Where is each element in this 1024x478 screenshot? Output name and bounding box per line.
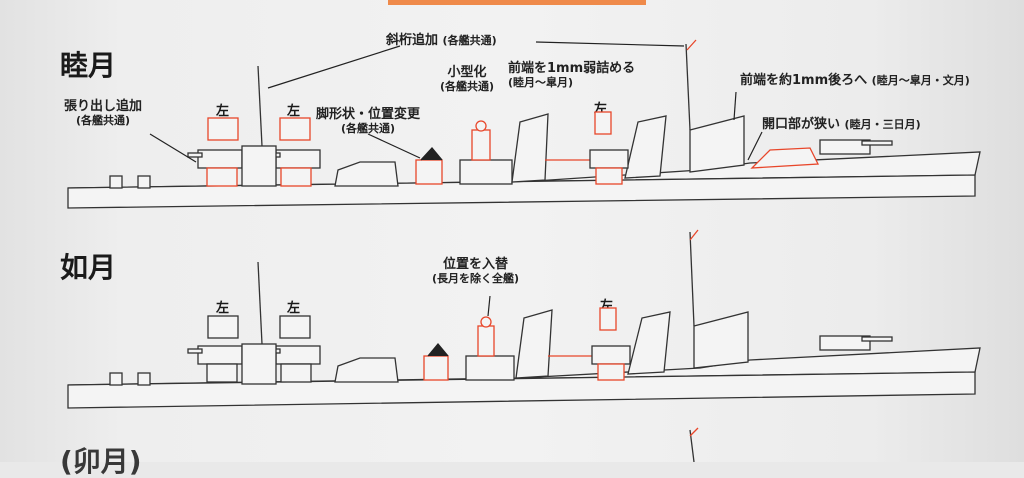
ship-title-kisaragi: 如月 <box>60 251 117 284</box>
turret-mid <box>591 345 631 365</box>
leader-line <box>747 131 763 161</box>
gun-barrel <box>187 152 203 158</box>
deck-fitting <box>109 372 123 386</box>
header-strip <box>388 0 646 5</box>
gaff-red <box>686 39 697 51</box>
gaff-red <box>689 427 699 437</box>
leader-line <box>367 133 421 159</box>
turret-base <box>206 167 238 187</box>
turret-part-red <box>599 307 617 331</box>
turret-part <box>279 315 311 339</box>
turret-fore <box>819 335 871 351</box>
gun-barrel <box>187 348 203 354</box>
gaff-red <box>689 229 699 241</box>
leader-line <box>267 45 401 89</box>
searchlight-tower <box>471 129 491 161</box>
deck-fitting <box>137 175 151 189</box>
gun-barrel <box>861 140 893 146</box>
deck-fitting <box>109 175 123 189</box>
deck-fitting <box>137 372 151 386</box>
gun-mount <box>415 159 443 185</box>
annotation-mount: 脚形状・位置変更 (各艦共通) <box>316 107 421 135</box>
turret-part-red <box>279 117 311 141</box>
ship-profile-kisaragi <box>67 229 981 409</box>
annotation-front-back: 前端を約1mm後ろへ (睦月〜皐月・文月) <box>740 73 970 88</box>
funnel-front <box>627 311 671 375</box>
hull-side <box>67 371 976 409</box>
fore-mast <box>689 231 695 327</box>
turret-part-red <box>594 111 612 135</box>
aft-mast <box>257 261 263 345</box>
turret-rear <box>275 149 321 169</box>
annotation-gaff: 斜桁追加 (各艦共通) <box>386 33 497 48</box>
turret-part <box>207 315 239 339</box>
turret-part-red <box>207 117 239 141</box>
turret-base <box>595 167 623 185</box>
leader-line <box>733 91 737 121</box>
aa-gun <box>420 147 443 161</box>
searchlight-tower <box>477 325 495 357</box>
leader-line <box>487 295 491 317</box>
gun-barrel <box>861 336 893 342</box>
gun-mount <box>423 355 449 381</box>
bridge <box>689 115 745 173</box>
turret-mark-left: 左 <box>216 301 230 316</box>
turret-base <box>280 167 312 187</box>
ship-drawings <box>67 0 981 462</box>
annotation-opening: 開口部が狭い (睦月・三日月) <box>762 117 921 132</box>
ship-profile-mutsuki <box>67 39 981 209</box>
fore-mast <box>685 43 691 131</box>
leader-lines-kisaragi <box>487 295 491 317</box>
annotation-compact: 小型化 (各艦共通) <box>440 65 495 93</box>
funnel-rear <box>515 309 553 379</box>
aa-gun <box>427 342 449 357</box>
funnel-rear <box>511 113 549 183</box>
turret-base <box>206 363 238 383</box>
annotation-front-edge: 前端を1mm弱詰める (睦月〜皐月) <box>508 61 636 89</box>
annotation-swap: 位置を入替 (長月を除く全艦) <box>432 257 520 285</box>
aft-mast <box>257 65 263 147</box>
annotation-sponson: 張り出し追加 (各艦共通) <box>64 99 143 127</box>
turret-rear <box>197 149 243 169</box>
aft-deckhouse <box>241 145 277 187</box>
turret-mid <box>589 149 629 169</box>
turret-mark-left: 左 <box>216 104 230 119</box>
searchlight <box>480 316 492 328</box>
turret-base <box>280 363 312 383</box>
turret-fore <box>819 139 871 155</box>
ship-profile-uzuki-partial <box>689 427 699 462</box>
turret-base <box>597 363 625 381</box>
midship-house <box>465 355 515 381</box>
aft-deckhouse <box>241 343 277 385</box>
turret-rear <box>275 345 321 365</box>
midship-house <box>459 159 513 185</box>
turret-mark-left: 左 <box>287 301 301 316</box>
leader-line <box>149 133 197 163</box>
opening-red <box>750 147 820 169</box>
hull-side <box>67 174 976 209</box>
funnel-front <box>624 115 667 179</box>
searchlight <box>475 120 487 132</box>
turret-rear <box>197 345 243 365</box>
leader-lines-mutsuki <box>149 41 763 163</box>
bridge <box>693 311 749 369</box>
turret-mark-left: 左 <box>287 104 301 119</box>
torpedo-tube <box>334 161 399 187</box>
leader-line <box>535 41 685 47</box>
ship-title-mutsuki: 睦月 <box>60 49 117 82</box>
torpedo-tube <box>334 357 399 383</box>
